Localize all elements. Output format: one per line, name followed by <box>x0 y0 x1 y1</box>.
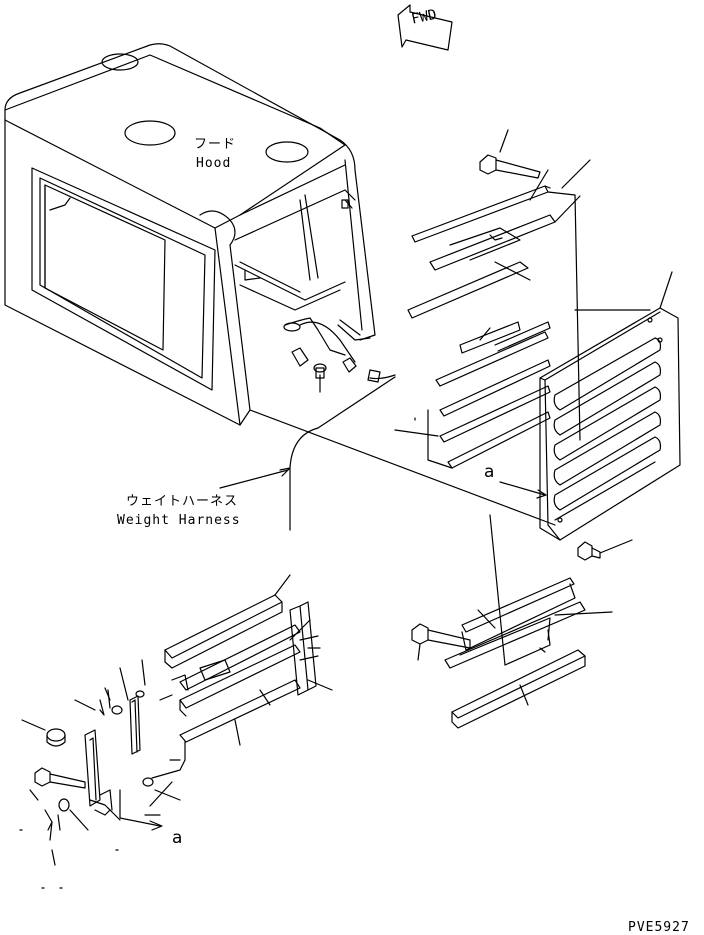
upper-strips <box>407 159 591 319</box>
weight-harness-label-jp: ウェイトハーネス <box>126 494 239 509</box>
ref-line-1 <box>249 409 556 526</box>
drawing-number: PVE5927 <box>628 920 690 935</box>
lower-left-assembly <box>19 574 333 889</box>
harness-wire <box>289 376 396 531</box>
harness-leader <box>219 469 289 489</box>
lower-right-strips <box>411 514 613 729</box>
weight-harness-label-en: Weight Harness <box>117 513 241 528</box>
hood-label-jp: フード <box>194 137 237 152</box>
upper-bolt <box>479 129 541 179</box>
reference-a-bottom: a <box>172 828 183 848</box>
ref-line-2 <box>547 191 581 441</box>
ref-a-arrow <box>499 481 546 496</box>
middle-strips <box>394 321 551 469</box>
hood-label-en: Hood <box>196 156 232 171</box>
reference-a-top: a <box>484 462 495 482</box>
harness-connectors <box>283 317 396 393</box>
hood-body <box>4 43 376 426</box>
right-bolt <box>577 539 633 561</box>
louver-grille <box>539 271 681 541</box>
fwd-arrow-icon <box>397 4 453 51</box>
